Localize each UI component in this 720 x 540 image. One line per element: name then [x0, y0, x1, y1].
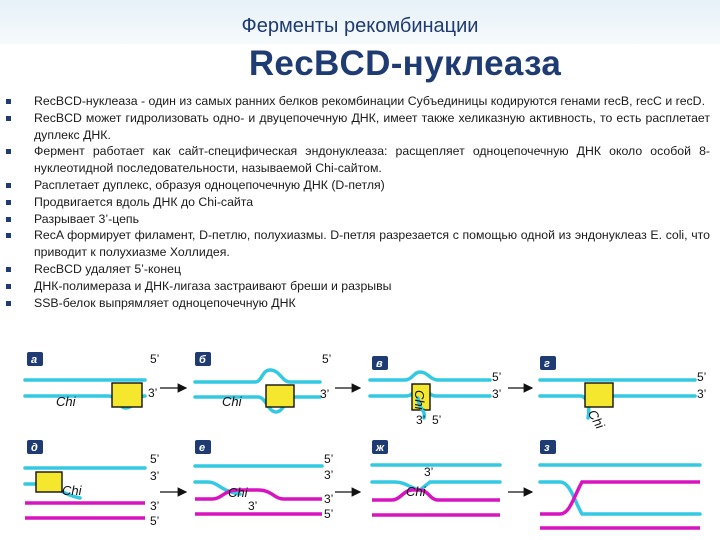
end-label: 5’ [322, 352, 331, 366]
header-title: Ферменты рекомбинации [241, 15, 479, 37]
bullet-item: RecBCD может гидролизовать одно- и двуце… [6, 110, 710, 144]
bullet-item: ДНК-полимераза и ДНК-лигаза застраивают … [6, 278, 710, 295]
end-label: 3’ [324, 468, 333, 482]
end-label: 3’ [697, 387, 706, 401]
panel-tag-z-label: з [544, 442, 550, 454]
end-label: 5’ [150, 452, 159, 466]
end-label: 3’ [150, 469, 159, 483]
page-title: RecBCD-нуклеаза [248, 44, 562, 83]
end-label: 5’ [697, 370, 706, 384]
panel-b: б 5’ 3’ Chi [193, 352, 331, 414]
panel-tag-zh-label: ж [375, 442, 385, 454]
panel-tag-v-label: в [376, 358, 383, 370]
panel-tag-d-label: д [31, 442, 38, 454]
chi-label: Chi [56, 394, 77, 409]
bullet-item: Расплетает дуплекс, образуя одноцепочечн… [6, 177, 710, 194]
panel-tag-d [27, 440, 43, 454]
panel-v: в 5’ 3’ 3’ 5’ Chi [368, 356, 501, 427]
panel-e: е 5’ 3’ 3’ 5’ 3’ Chi [193, 440, 333, 521]
bullet-square-icon [6, 99, 11, 104]
bullet-square-icon [6, 149, 11, 155]
panel-tag-e-label: е [199, 442, 205, 454]
panel-g: г 5’ 3’ Chi [538, 356, 706, 432]
chi-label: Chi [412, 390, 427, 411]
bullet-item: RecBCD-нуклеаза - один из самых ранних б… [6, 93, 710, 110]
bullet-square-icon [6, 266, 11, 272]
panel-tag-zh [372, 440, 388, 454]
bullet-square-icon [6, 216, 11, 222]
recbcd-enzyme [35, 471, 63, 493]
panel-tag-a-label: а [31, 354, 37, 366]
bullet-item: RecBCD удаляет 5’-конец [6, 261, 710, 278]
end-label: 3’ [424, 465, 433, 479]
chi-label: Chi [406, 484, 427, 499]
bullet-item: Разрывает 3’-цепь [6, 211, 710, 228]
panel-tag-b-label: б [199, 354, 207, 366]
end-label: 3’ [150, 499, 159, 513]
panel-tag-v [372, 356, 388, 370]
bullet-item: RecA формирует филамент, D-петлю, полухи… [6, 227, 710, 261]
end-label: 5’ [324, 507, 333, 521]
chi-label: Chi [222, 394, 243, 409]
bullet-square-icon [6, 199, 11, 205]
bullet-square-icon [6, 300, 11, 306]
end-label: 5’ [432, 413, 441, 427]
recbcd-enzyme [265, 384, 295, 408]
end-label: 5’ [492, 370, 501, 384]
bullet-item: SSB-белок выпрямляет одноцепочечную ДНК [6, 295, 710, 312]
end-label: 3’ [320, 387, 329, 401]
panel-a: а 5’ 3’ Chi [23, 352, 159, 410]
panel-zh: ж 3’ Chi [370, 440, 502, 517]
end-label: 5’ [150, 352, 159, 366]
bullet-square-icon [6, 283, 11, 289]
panel-tag-z [540, 440, 556, 454]
recbcd-enzyme [584, 382, 614, 408]
end-label: 3’ [248, 499, 257, 513]
chi-label: Chi [228, 485, 249, 500]
bullet-square-icon [6, 115, 11, 121]
bullet-item: Продвигается вдоль ДНК до Chi-сайта [6, 194, 710, 211]
panel-tag-e [195, 440, 211, 454]
panel-d: д 5’ 3’ 3’ 5’ Chi [23, 440, 159, 528]
panel-tag-a [27, 352, 43, 366]
recbcd-enzyme [111, 382, 143, 408]
end-label: 5’ [150, 514, 159, 528]
panel-tag-g-label: г [544, 358, 550, 370]
panel-tag-b [195, 352, 211, 366]
bullet-item: Фермент работает как сайт-специфическая … [6, 143, 710, 177]
bullet-square-icon [6, 182, 11, 188]
chi-label: Chi [62, 483, 83, 498]
panel-z: з [538, 440, 702, 530]
end-label: 5’ [324, 452, 333, 466]
end-label: 3’ [148, 386, 157, 400]
panel-tag-g [540, 356, 556, 370]
end-label: 3’ [492, 387, 501, 401]
header-band [0, 0, 720, 44]
bullet-square-icon [6, 233, 11, 239]
end-label: 3’ [324, 492, 333, 506]
end-label: 3’ [416, 413, 425, 427]
bullet-list: RecBCD-нуклеаза - один из самых ранних б… [6, 93, 710, 311]
